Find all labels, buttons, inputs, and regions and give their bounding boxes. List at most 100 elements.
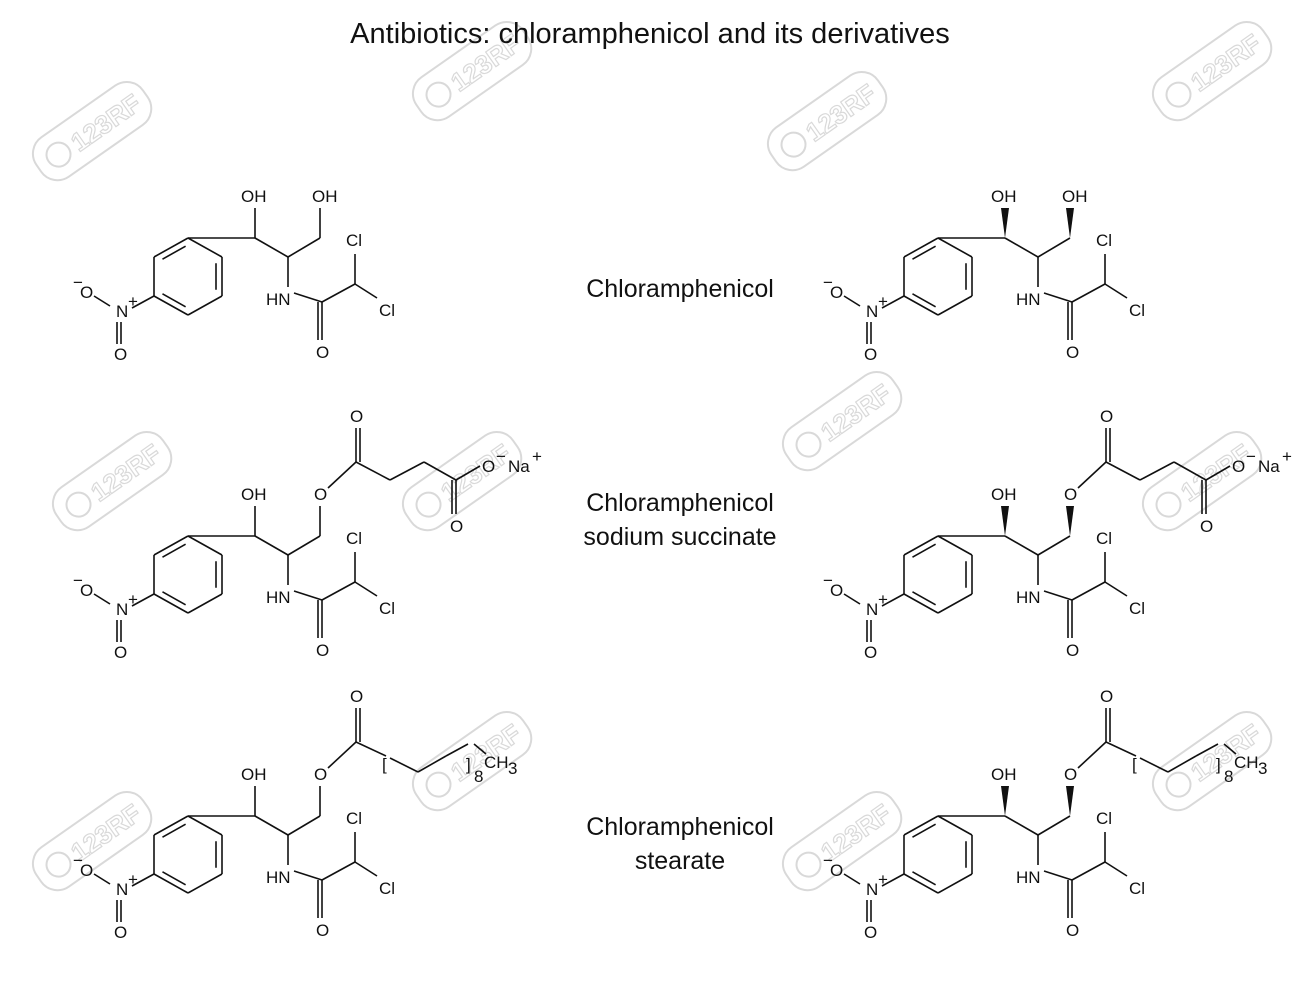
bond-line (187, 535, 223, 556)
bond-line (912, 543, 936, 558)
bond-line (153, 593, 189, 614)
oxygen-label: O (1066, 343, 1079, 362)
bond-line (881, 593, 905, 607)
charge-label: − (823, 851, 833, 870)
bond-line (1139, 757, 1169, 773)
compound-name-chloramphenicol: Chloramphenicol (520, 272, 840, 306)
amine-label: HN (1016, 588, 1041, 607)
bond-line (153, 815, 189, 836)
wedge-bond (1066, 786, 1074, 816)
bond-line (1105, 461, 1141, 481)
bond-line (287, 535, 321, 556)
oxygen-label: O (316, 641, 329, 660)
bond-line (881, 295, 905, 309)
methyl-label: CH (1234, 753, 1259, 772)
chlorine-label: Cl (1096, 231, 1112, 250)
chlorine-label: Cl (346, 809, 362, 828)
bond-line (473, 743, 487, 755)
charge-label: − (1246, 447, 1256, 466)
bracket-label: ] (1216, 755, 1221, 774)
bond-line (1071, 861, 1106, 881)
oxygen-label: O (314, 765, 327, 784)
bond-line (187, 873, 223, 894)
bond-line (843, 295, 861, 307)
oxygen-label: O (80, 283, 93, 302)
bond-line (354, 861, 378, 877)
charge-label: − (823, 273, 833, 292)
charge-label: + (128, 292, 138, 311)
wedge-bond (1001, 506, 1009, 536)
oxygen-label: O (314, 485, 327, 504)
oxygen-label: O (1232, 457, 1245, 476)
bond-line (912, 823, 936, 838)
bond-line (1071, 581, 1106, 601)
bond-line (417, 755, 447, 773)
oxygen-label: O (864, 643, 877, 662)
bond-line (1037, 815, 1071, 836)
bond-line (153, 237, 189, 258)
bond-line (903, 237, 939, 258)
hydroxyl-label: OH (1062, 187, 1088, 206)
bond-line (293, 590, 323, 601)
chlorine-label: Cl (379, 599, 395, 618)
amine-label: HN (1016, 290, 1041, 309)
oxygen-label: O (350, 407, 363, 426)
bond-line (1077, 461, 1107, 489)
oxygen-label: O (80, 861, 93, 880)
bond-line (162, 591, 186, 606)
wedge-bond (1001, 786, 1009, 816)
bond-line (1104, 581, 1128, 597)
amine-label: HN (1016, 868, 1041, 887)
oxygen-label: O (316, 343, 329, 362)
bond-line (1004, 237, 1039, 258)
charge-label: + (128, 870, 138, 889)
amine-label: HN (266, 290, 291, 309)
compound-name-line: stearate (634, 847, 726, 875)
nitrogen-label: N (866, 600, 878, 619)
chlorine-label: Cl (379, 301, 395, 320)
bond-line (1043, 590, 1073, 601)
bond-line (293, 292, 323, 303)
bond-line (162, 871, 186, 886)
oxygen-label: O (1066, 641, 1079, 660)
chlorine-label: Cl (1096, 529, 1112, 548)
hydroxyl-label: OH (991, 187, 1017, 206)
charge-label: + (532, 447, 542, 466)
oxygen-label: O (1064, 485, 1077, 504)
oxygen-label: O (864, 923, 877, 942)
charge-label: − (73, 273, 83, 292)
bond-line (293, 870, 323, 881)
bond-line (354, 581, 378, 597)
amine-label: HN (266, 588, 291, 607)
charge-label: − (73, 571, 83, 590)
oxygen-label: O (316, 921, 329, 940)
oxygen-label: O (80, 581, 93, 600)
bond-line (1037, 237, 1071, 258)
hydroxyl-label: OH (241, 765, 267, 784)
oxygen-label: O (114, 345, 127, 364)
bond-line (903, 593, 939, 614)
bond-line (1195, 743, 1219, 757)
bond-line (187, 815, 223, 836)
bond-line (843, 593, 861, 605)
bond-line (937, 535, 973, 556)
bond-line (254, 535, 289, 556)
oxygen-label: O (114, 643, 127, 662)
bond-line (455, 465, 481, 481)
bond-line (187, 295, 223, 316)
bond-line (354, 283, 378, 299)
charge-label: + (1282, 447, 1292, 466)
oxygen-label: O (350, 687, 363, 706)
chlorine-label: Cl (1129, 599, 1145, 618)
bond-line (153, 873, 189, 894)
hydroxyl-label: OH (991, 485, 1017, 504)
bond-line (937, 873, 973, 894)
amine-label: HN (266, 868, 291, 887)
bond-line (912, 591, 936, 606)
oxygen-label: O (1100, 687, 1113, 706)
bond-line (93, 295, 111, 307)
bond-line (321, 581, 356, 601)
